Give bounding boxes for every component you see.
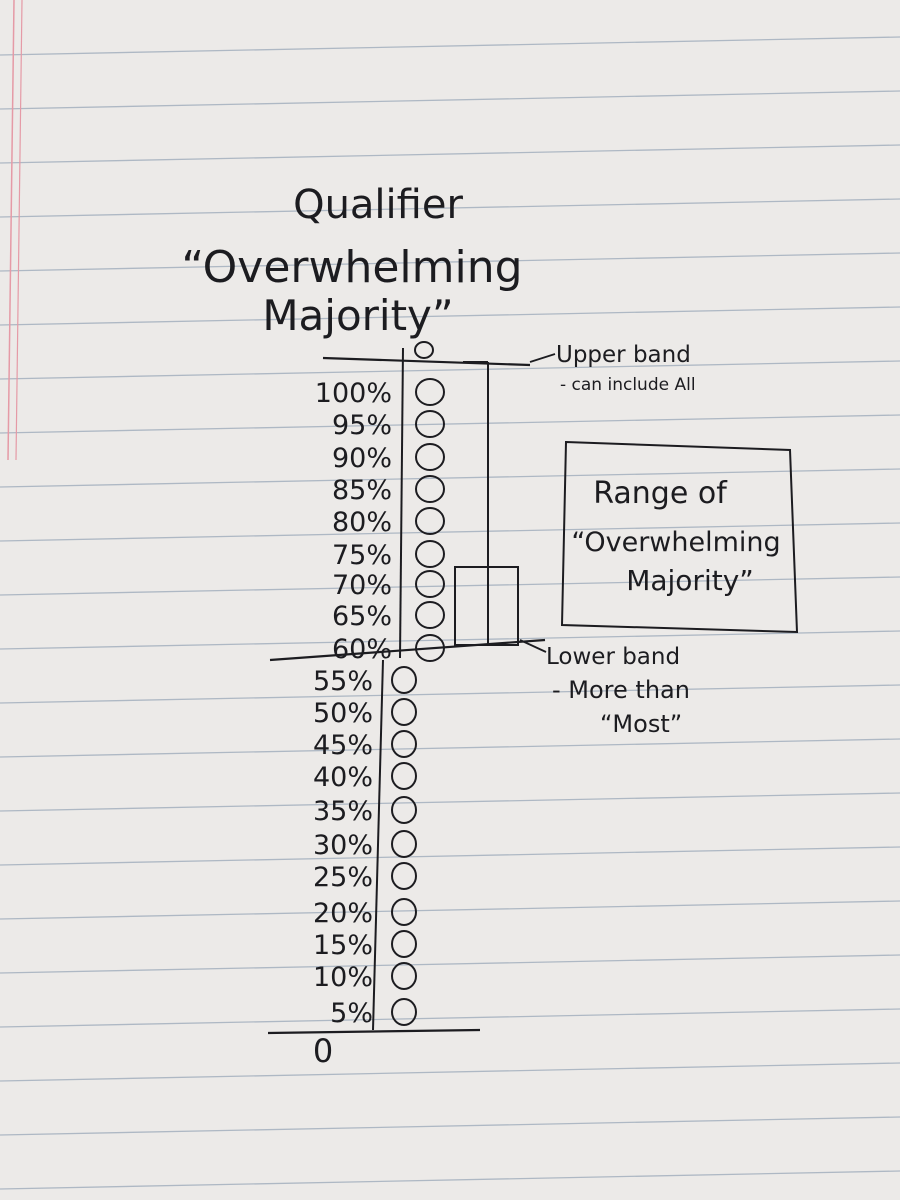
scale-circle <box>415 634 445 662</box>
lower-axis-line <box>372 659 384 1031</box>
scale-circle <box>415 507 445 535</box>
lower-band-pointer <box>519 639 547 653</box>
title-line-1: Qualifier <box>293 182 463 228</box>
upper-axis-line <box>399 347 404 659</box>
rule-line <box>0 306 900 326</box>
lower-band-note-2: “Most” <box>600 710 682 738</box>
upper-band-pointer <box>529 353 556 363</box>
rule-line <box>0 468 900 488</box>
title-line-2: “Overwhelming <box>181 242 522 293</box>
scale-label: 65% <box>332 601 392 632</box>
top-bar-line <box>322 356 531 367</box>
scale-circle <box>415 601 445 629</box>
scale-circle <box>415 570 445 598</box>
rule-line <box>0 36 900 56</box>
scale-circle <box>415 443 445 471</box>
scale-label: 15% <box>313 930 373 961</box>
rule-line <box>0 198 900 218</box>
scale-label: 75% <box>332 540 392 571</box>
range-box-line-3: Majority” <box>626 564 754 597</box>
range-box <box>560 440 799 634</box>
rule-line <box>0 954 900 974</box>
rule-line <box>0 1116 900 1136</box>
scale-label: 35% <box>313 796 373 827</box>
scale-label: 20% <box>313 898 373 929</box>
percentage-scale: 100%95%90%85%80%75%70%65%60%55%50%45%40%… <box>313 378 445 1029</box>
scale-label: 45% <box>313 730 373 761</box>
lower-band-note-1: - More than <box>552 676 690 704</box>
rule-line <box>0 252 900 272</box>
scale-label: 85% <box>332 475 392 506</box>
upper-band-title: Upper band <box>556 342 691 368</box>
rule-line <box>0 846 900 866</box>
lower-band-title: Lower band <box>546 644 680 670</box>
scale-label: 25% <box>313 862 373 893</box>
rule-line <box>0 144 900 164</box>
rule-line <box>0 1008 900 1028</box>
title-line-3: Majority” <box>262 291 453 340</box>
rule-line <box>0 414 900 434</box>
scale-circle <box>391 862 417 890</box>
range-box-line-1: Range of <box>593 476 728 511</box>
rule-line <box>0 630 900 650</box>
bottom-baseline <box>267 1028 481 1035</box>
scale-circle <box>415 475 445 503</box>
scale-label: 55% <box>313 666 373 697</box>
range-bar-rect <box>454 566 519 646</box>
scale-label: 10% <box>313 962 373 993</box>
scale-circle <box>391 998 417 1026</box>
scale-label: 60% <box>332 634 392 665</box>
top-small-circle <box>414 341 434 359</box>
scale-label: 70% <box>332 570 392 601</box>
scale-label: 5% <box>330 998 373 1029</box>
lower-band-line <box>269 638 546 662</box>
scale-circle <box>415 410 445 438</box>
rule-line <box>0 792 900 812</box>
rule-line <box>0 738 900 758</box>
scale-label: 90% <box>332 443 392 474</box>
scale-circle <box>391 830 417 858</box>
scale-label: 95% <box>332 410 392 441</box>
scale-circle <box>391 730 417 758</box>
scale-circle <box>415 378 445 406</box>
rule-line <box>0 1170 900 1190</box>
scale-label: 40% <box>313 762 373 793</box>
range-box-line-2: “Overwhelming <box>571 527 780 558</box>
margin-line <box>15 0 23 461</box>
scale-circle <box>415 540 445 568</box>
upper-band-note: - can include All <box>560 375 696 395</box>
rule-line <box>0 576 900 596</box>
scale-circle <box>391 930 417 958</box>
scale-circle <box>391 898 417 926</box>
scale-circle <box>391 762 417 790</box>
ruled-lines <box>0 36 900 1190</box>
rule-line <box>0 522 900 542</box>
scale-circle <box>391 796 417 824</box>
rule-line <box>0 1062 900 1082</box>
scale-circle <box>391 962 417 990</box>
scale-label: 80% <box>332 507 392 538</box>
rule-line <box>0 360 900 380</box>
scale-label: 50% <box>313 698 373 729</box>
scale-circle <box>391 698 417 726</box>
margin-line <box>7 0 15 461</box>
scale-label: 30% <box>313 830 373 861</box>
rule-line <box>0 684 900 704</box>
scale-label: 100% <box>315 378 392 409</box>
scale-circle <box>391 666 417 694</box>
zero-label: 0 <box>313 1032 333 1070</box>
rule-line <box>0 900 900 920</box>
rule-line <box>0 90 900 110</box>
